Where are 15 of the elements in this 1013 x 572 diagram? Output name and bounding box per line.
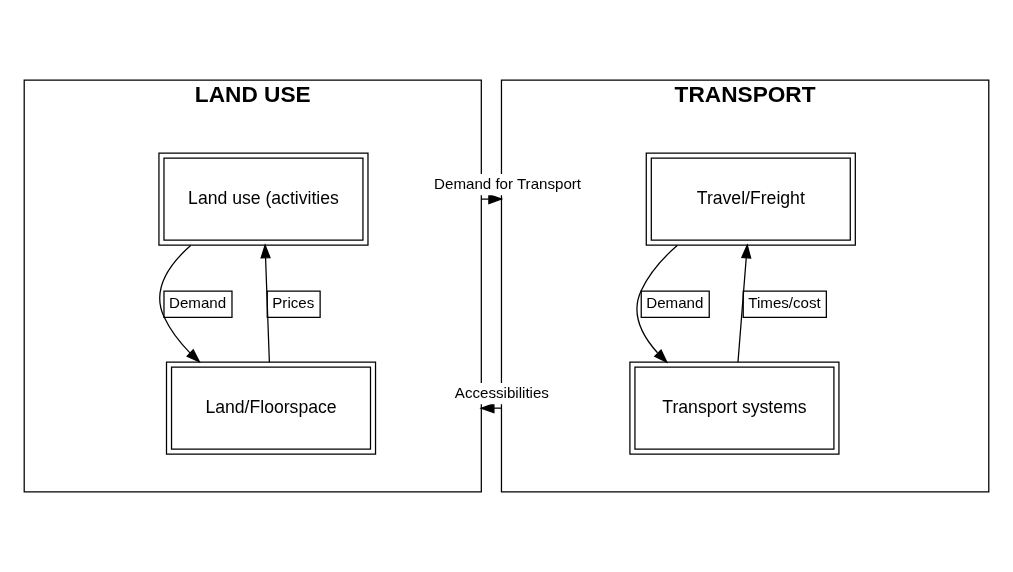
edge-label: Demand for Transport <box>434 175 582 193</box>
arrow <box>737 243 752 363</box>
edge-label: Times/cost <box>748 294 821 312</box>
arrow <box>479 402 503 414</box>
arrow <box>480 193 504 205</box>
arrow <box>636 244 679 364</box>
node-box: Travel/Freight <box>645 152 856 246</box>
arrow <box>159 244 201 364</box>
node-box: Land use (activities <box>158 152 369 246</box>
edge-label: Prices <box>272 294 315 312</box>
node-box: Land/Floorspace <box>165 361 377 455</box>
edge-label: Demand <box>646 294 704 312</box>
arrow <box>260 243 271 363</box>
edge-label: Demand <box>169 294 227 312</box>
node-box: Transport systems <box>629 361 840 455</box>
